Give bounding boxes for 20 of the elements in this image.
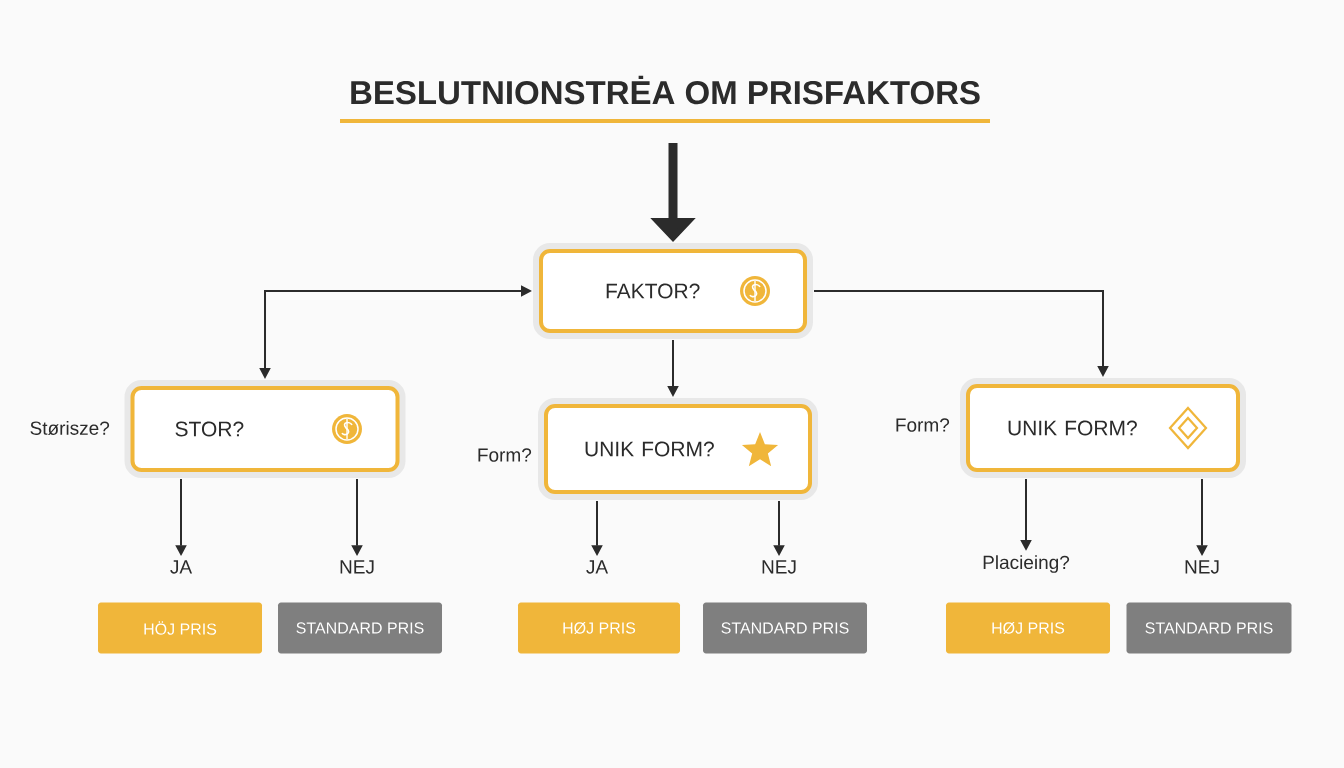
result-box: HØJ PRIS xyxy=(518,602,680,654)
side-label: Størisze? xyxy=(30,420,110,436)
side-label: Form? xyxy=(896,418,950,432)
side-label: Form? xyxy=(478,448,532,462)
answer-label: JA xyxy=(586,560,609,574)
decision-box: UNIK FORM? xyxy=(960,378,1246,478)
decision-box: UNIK FORM? xyxy=(538,398,818,500)
answer-label: Placieing? xyxy=(983,555,1070,573)
title: BESLUTNIONSTRĖA OM PRISFAKTORS xyxy=(351,75,980,105)
answer-label: NEJ xyxy=(762,560,796,574)
answer-label: NEJ xyxy=(340,560,374,574)
result-box: STANDARD PRIS xyxy=(1126,602,1292,654)
result-box: STANDARD PRIS xyxy=(703,602,867,654)
decision-box: STOR? xyxy=(124,380,406,478)
result-box: STANDARD PRIS xyxy=(278,602,442,654)
decision-box: FAKTOR? xyxy=(533,243,813,339)
answer-label: JA xyxy=(170,560,193,574)
result-box: HÖJ PRIS xyxy=(98,602,262,654)
answer-label: NEJ xyxy=(1185,560,1219,574)
result-box: HØJ PRIS xyxy=(946,602,1110,654)
